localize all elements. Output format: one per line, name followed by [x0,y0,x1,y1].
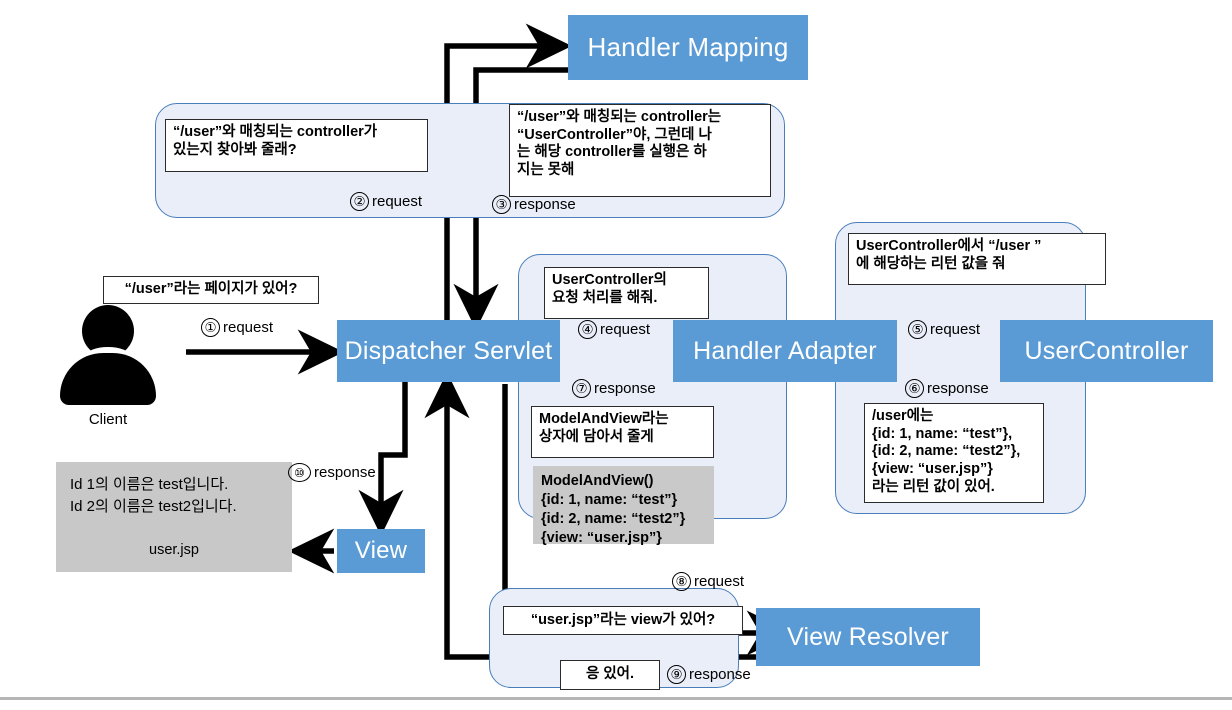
callout-ha-res-line2: 상자에 담아서 줄게 [539,428,654,445]
callout-uc-req-line1: UserController에서 “/user ” [856,238,1042,254]
mav-line2: {id: 1, name: “test”} [541,491,678,508]
node-handler-mapping[interactable]: Handler Mapping [568,15,808,80]
callout-hm-req-line1: “/user”와 매칭되는 controller가 [173,124,378,140]
step-label-7: ⑦ response [572,379,656,398]
callout-ha-req-line1: UserController의 [552,272,667,288]
browser-output-line1: Id 1의 이름은 test입니다. [70,476,229,493]
step-9-number: ⑨ [667,665,686,684]
step-label-8: ⑧ request [672,572,744,591]
step-1-text: request [223,319,274,336]
callout-hm-res-line2: “UserController”야, 그런데 나 [517,126,712,143]
step-label-10: ⑩ response [288,463,376,482]
mav-line1: ModelAndView() [541,473,654,489]
callout-uc-res-line1: /user에는 [872,408,934,424]
step-4-number: ④ [578,320,597,339]
step-1-number: ① [201,318,220,337]
callout-handler-adapter-request: UserController의 요청 처리를 해줘. [544,267,709,319]
step-label-4: ④ request [578,320,650,339]
callout-hm-res-line4: 지는 못해 [517,162,575,179]
callout-view-resolver-response: 응 있어. [560,660,660,690]
step-9-text: response [689,666,751,683]
callout-handler-adapter-response: ModelAndView라는 상자에 담아서 줄게 [531,406,714,458]
step-2-number: ② [350,192,369,211]
callout-uc-res-line5: 라는 리턴 값이 있어. [872,478,995,495]
callout-client-request-text: “/user”라는 페이지가 있어? [124,281,298,298]
client-body [60,353,156,405]
callout-hm-res-line3: 는 해당 controller를 실행은 하 [517,144,707,161]
mav-line3: {id: 2, name: “test2”} [541,510,686,527]
step-label-3: ③ response [492,195,576,214]
browser-output-filename: user.jsp [149,541,199,558]
node-dispatcher-servlet-label: Dispatcher Servlet [344,336,553,365]
browser-output-box: Id 1의 이름은 test입니다. Id 2의 이름은 test2입니다. u… [56,462,292,572]
step-label-2: ② request [350,192,422,211]
node-handler-mapping-label: Handler Mapping [587,32,789,62]
callout-handler-mapping-response: “/user”와 매칭되는 controller는 “UserControlle… [509,104,771,197]
step-8-text: request [694,573,745,590]
step-7-text: response [594,380,656,397]
callout-hm-req-line2: 있는지 찾아봐 줄래? [173,141,297,158]
step-7-number: ⑦ [572,379,591,398]
step-6-number: ⑥ [905,379,924,398]
callout-ha-res-line1: ModelAndView라는 [539,411,669,427]
callout-vr-req-text: “user.jsp”라는 view가 있어? [530,611,716,628]
step-5-text: request [930,321,981,338]
step-3-number: ③ [492,195,511,214]
callout-ha-req-line2: 요청 처리를 해줘. [552,289,658,306]
step-10-text: response [314,464,376,481]
node-handler-adapter-label: Handler Adapter [693,336,877,365]
node-view-resolver[interactable]: View Resolver [756,608,980,666]
client-label: Client [88,411,128,428]
callout-client-request: “/user”라는 페이지가 있어? [103,276,319,304]
callout-uc-res-line4: {view: “user.jsp”} [872,461,993,478]
node-view-resolver-label: View Resolver [787,622,949,651]
node-view[interactable]: View [337,529,425,573]
node-view-label: View [354,537,408,564]
step-label-6: ⑥ response [905,379,989,398]
step-5-number: ⑤ [908,320,927,339]
step-label-1: ① request [201,318,273,337]
node-user-controller[interactable]: UserController [1000,320,1213,382]
step-6-text: response [927,380,989,397]
arrow-10-dispatcher-to-view [358,381,408,536]
callout-uc-res-line2: {id: 1, name: “test”}, [872,425,1013,442]
step-label-9: ⑨ response [667,665,751,684]
bottom-divider [0,697,1232,700]
callout-view-resolver-request: “user.jsp”라는 view가 있어? [503,606,743,635]
node-user-controller-label: UserController [1024,336,1189,365]
callout-hm-res-line1: “/user”와 매칭되는 controller는 [517,109,722,125]
step-2-text: request [372,193,423,210]
client-avatar-icon [60,305,156,407]
callout-handler-mapping-request: “/user”와 매칭되는 controller가 있는지 찾아봐 줄래? [165,119,428,172]
mav-line4: {view: “user.jsp”} [541,529,662,546]
step-4-text: request [600,321,651,338]
step-8-number: ⑧ [672,572,691,591]
node-dispatcher-servlet[interactable]: Dispatcher Servlet [337,320,560,382]
callout-uc-req-line2: 에 해당하는 리턴 값을 줘 [856,255,1006,272]
callout-vr-res-text: 응 있어. [585,666,635,683]
model-and-view-box: ModelAndView() {id: 1, name: “test”} {id… [533,466,714,546]
node-handler-adapter[interactable]: Handler Adapter [673,320,897,382]
browser-output-line2: Id 2의 이름은 test2입니다. [70,497,237,515]
callout-user-controller-request: UserController에서 “/user ” 에 해당하는 리턴 값을 줘 [848,233,1106,285]
callout-uc-res-line3: {id: 2, name: “test2”}, [872,443,1021,460]
callout-user-controller-response: /user에는 {id: 1, name: “test”}, {id: 2, n… [864,403,1044,503]
step-3-text: response [514,196,576,213]
step-10-number: ⑩ [288,463,311,482]
step-label-5: ⑤ request [908,320,980,339]
